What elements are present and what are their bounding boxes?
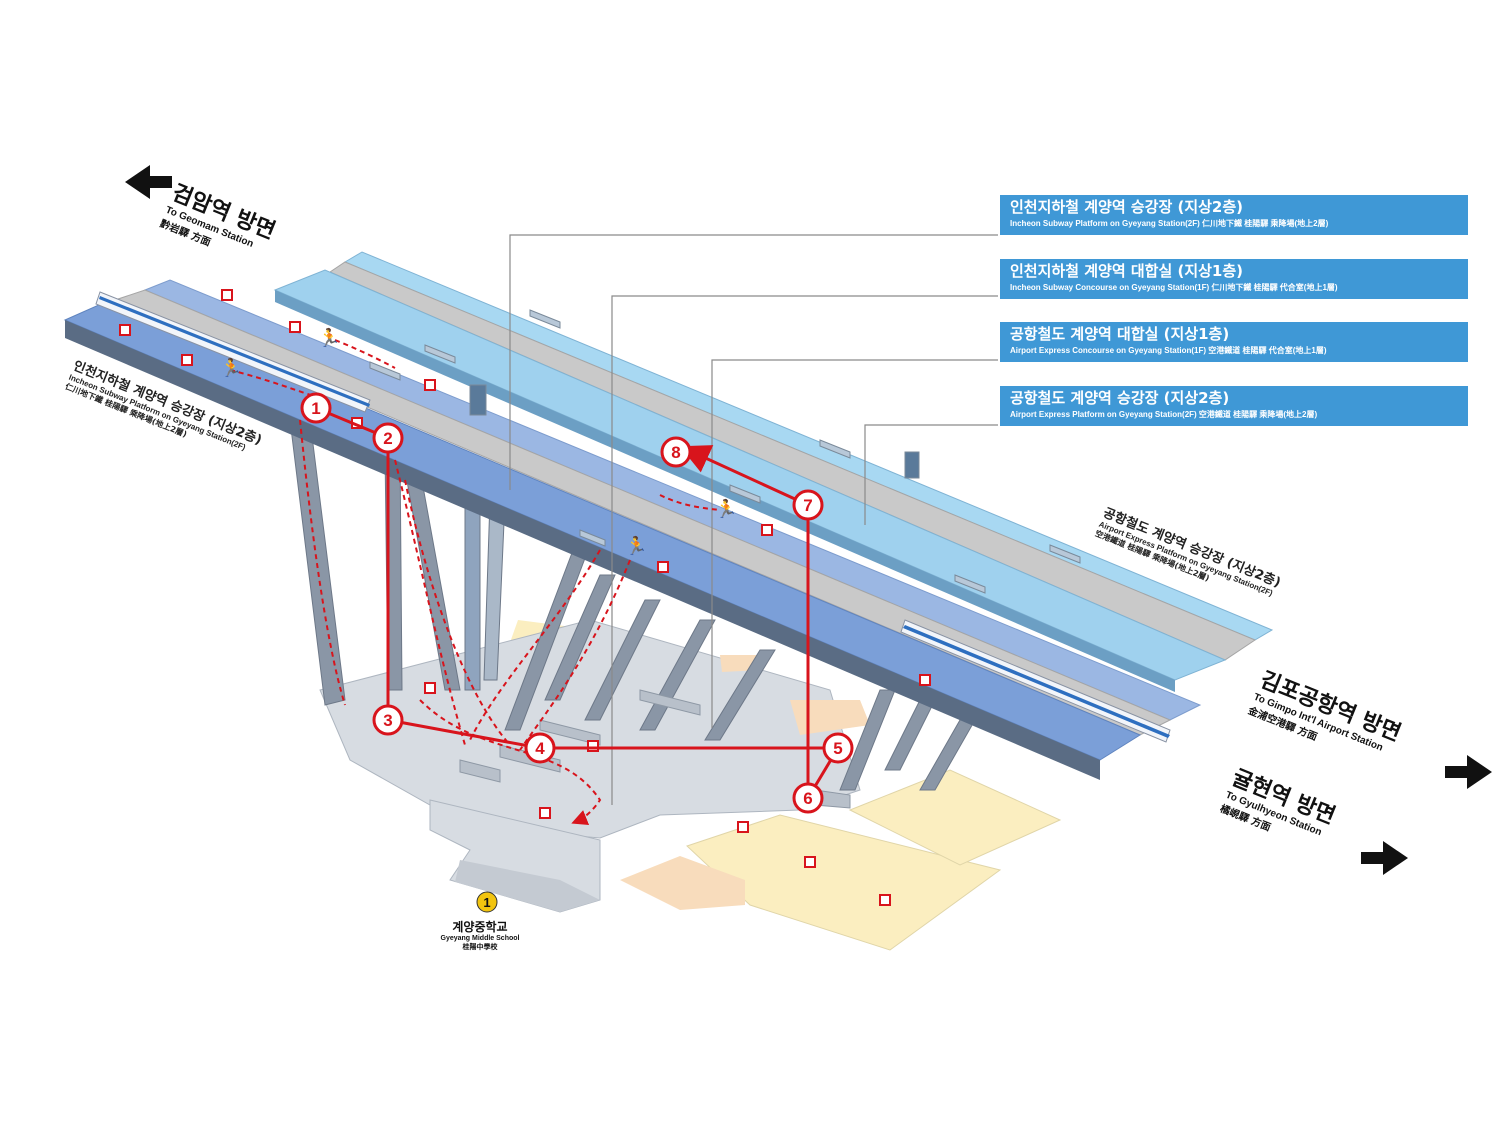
- legend-leader-lines: [509, 234, 998, 805]
- route-step-circle: [372, 704, 404, 736]
- exit-badge: 1: [476, 891, 498, 913]
- route-step-circle: [792, 489, 824, 521]
- plaza-right: [848, 769, 1062, 866]
- legend-title: 인천지하철 계양역 승강장 (지상2층): [1010, 198, 1244, 216]
- subway-platform-edge: [65, 320, 1100, 780]
- legend-subtitle: Airport Express Platform on Gyeyang Stat…: [1010, 410, 1318, 419]
- platform-facilities: [369, 309, 1081, 594]
- legend-incheon-platform: 인천지하철 계양역 승강장 (지상2층) Incheon Subway Plat…: [1000, 195, 1468, 235]
- route-step-circle: [300, 392, 332, 424]
- route-step-number: 5: [833, 739, 842, 758]
- route-step-circle: [792, 782, 824, 814]
- legend-title: 인천지하철 계양역 대합실 (지상1층): [1010, 262, 1244, 280]
- arrow-right-icon: [1445, 755, 1492, 789]
- exit-label: 계양중학교 Gyeyang Middle School 桂陽中學校: [425, 918, 535, 952]
- airport-platform-edge: [275, 290, 1175, 692]
- svg-text:🏃: 🏃: [318, 327, 340, 349]
- legend-airport-platform: 공항철도 계양역 승강장 (지상2층) Airport Express Plat…: [1000, 386, 1468, 426]
- route-step-2: 2: [372, 422, 404, 454]
- route-step-5: 5: [822, 732, 854, 764]
- arrow-right-icon-2: [1361, 841, 1408, 875]
- ground-plazas: [502, 620, 1062, 951]
- direction-arrows: [125, 165, 1492, 875]
- arrow-left-icon: [125, 165, 172, 199]
- train-incheon-right: [900, 619, 1171, 743]
- route-step-number: 1: [311, 399, 320, 418]
- route-step-number: 4: [535, 739, 545, 758]
- support-pillars: [289, 419, 976, 791]
- svg-text:🏃: 🏃: [715, 498, 737, 520]
- legend-subtitle: Airport Express Concourse on Gyeyang Sta…: [1010, 346, 1327, 355]
- route-step-circle: [372, 422, 404, 454]
- evacuation-paths: [229, 339, 721, 825]
- extinguisher-markers: [119, 289, 931, 906]
- legend-subtitle: Incheon Subway Platform on Gyeyang Stati…: [1010, 219, 1329, 228]
- legend-title: 공항철도 계양역 승강장 (지상2층): [1010, 389, 1230, 407]
- exit-cn: 桂陽中學校: [462, 943, 498, 951]
- route-step-circle: [660, 436, 692, 468]
- svg-text:🏃: 🏃: [625, 535, 647, 557]
- airport-platform-structure: [273, 251, 1274, 692]
- route-step-6: 6: [792, 782, 824, 814]
- legend-subtitle: Incheon Subway Concourse on Gyeyang Stat…: [1010, 283, 1338, 292]
- exit-number: 1: [483, 895, 490, 910]
- plaza-restroom-area: [620, 856, 745, 910]
- route-step-7: 7: [792, 489, 824, 521]
- legend-airport-concourse: 공항철도 계양역 대합실 (지상1층) Airport Express Conc…: [1000, 322, 1468, 362]
- route-step-8: 8: [660, 436, 692, 468]
- route-step-circle: [822, 732, 854, 764]
- svg-text:🏃: 🏃: [220, 357, 242, 379]
- route-step-number: 2: [383, 429, 392, 448]
- route-step-circle: [524, 732, 556, 764]
- route-steps: 1 2 3 4 5 6 7 8: [300, 392, 854, 814]
- route-step-number: 3: [383, 711, 392, 730]
- legend-title: 공항철도 계양역 대합실 (지상1층): [1010, 325, 1230, 343]
- route-step-number: 6: [803, 789, 812, 808]
- route-step-number: 8: [671, 443, 680, 462]
- route-step-number: 7: [803, 496, 812, 515]
- exit-runner-icons: 🏃 🏃 🏃 🏃: [220, 327, 737, 557]
- route-step-1: 1: [300, 392, 332, 424]
- route-step-4: 4: [524, 732, 556, 764]
- exit-ko: 계양중학교: [452, 920, 508, 934]
- train-incheon-left: [95, 291, 371, 413]
- route-step-3: 3: [372, 704, 404, 736]
- exit-en: Gyeyang Middle School: [440, 935, 520, 942]
- legend-incheon-concourse: 인천지하철 계양역 대합실 (지상1층) Incheon Subway Conc…: [1000, 259, 1468, 299]
